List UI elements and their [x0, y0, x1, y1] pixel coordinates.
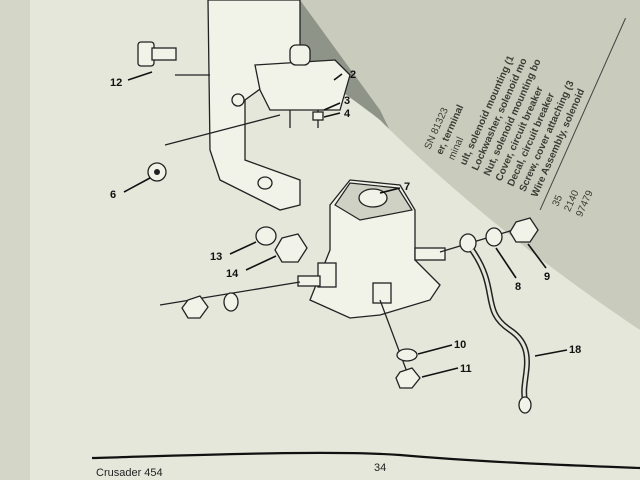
mounting-bracket — [164, 0, 301, 211]
solenoid — [297, 179, 446, 381]
wire-terminal — [459, 233, 477, 253]
nut — [395, 367, 421, 389]
callout-10: 10 — [454, 339, 466, 351]
callouts: 12 2 3 4 6 7 13 14 8 9 10 11 18 — [110, 69, 581, 375]
callout-6: 6 — [110, 189, 116, 201]
back-rule — [539, 17, 626, 211]
callout-14: 14 — [226, 268, 239, 280]
callout-8: 8 — [515, 281, 521, 293]
callout-2: 2 — [350, 69, 356, 81]
footer-rule — [91, 451, 640, 470]
callout-4: 4 — [344, 108, 351, 120]
circuit-breaker — [254, 44, 351, 128]
back-number: 35 — [551, 193, 566, 208]
callout-3: 3 — [344, 95, 350, 107]
washer — [255, 226, 277, 246]
callout-7: 7 — [404, 181, 410, 193]
callout-13: 13 — [210, 251, 222, 263]
callout-18: 18 — [569, 344, 581, 356]
page-number: 34 — [374, 462, 386, 474]
nut — [274, 233, 308, 263]
nut — [509, 217, 539, 243]
lockwasher — [396, 348, 418, 362]
washer — [223, 292, 239, 312]
callout-11: 11 — [460, 363, 472, 375]
bolt — [137, 41, 177, 67]
callout-12: 12 — [110, 77, 122, 89]
nut — [181, 295, 209, 319]
callout-9: 9 — [544, 271, 550, 283]
washer — [485, 227, 503, 247]
footer-title: Crusader 454 — [96, 467, 163, 479]
callout-leaders — [123, 71, 568, 378]
